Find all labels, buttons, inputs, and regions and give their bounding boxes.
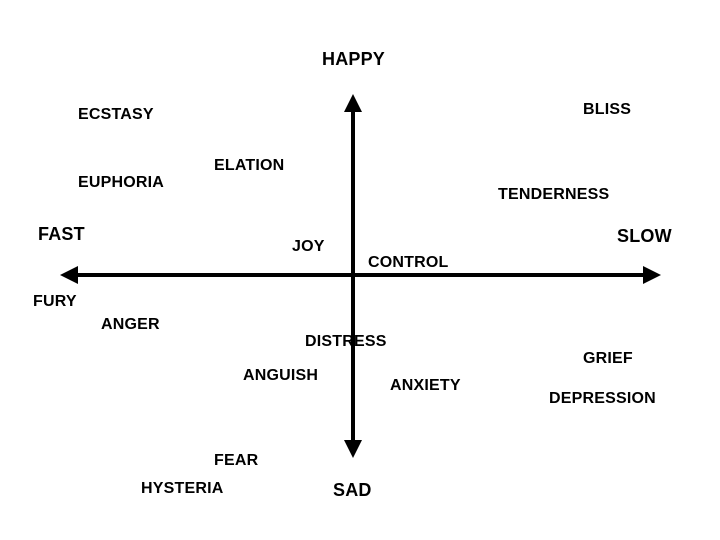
up-arrowhead [344, 94, 362, 112]
emotion-label-control: CONTROL [368, 254, 449, 271]
emotion-label-euphoria: EUPHORIA [78, 174, 165, 191]
emotion-label-anxiety: ANXIETY [390, 377, 461, 394]
emotion-label-grief: GRIEF [583, 350, 633, 367]
emotion-label-anger: ANGER [101, 316, 160, 333]
emotion-label-depression: DEPRESSION [549, 390, 656, 407]
left-arrowhead [60, 266, 78, 284]
emotion-label-fear: FEAR [214, 452, 259, 469]
emotion-label-ecstasy: ECSTASY [78, 106, 154, 123]
axis-label-sad: SAD [333, 480, 372, 500]
axis-label-slow: SLOW [617, 226, 672, 246]
axis-label-happy: HAPPY [322, 49, 386, 69]
emotion-label-anguish: ANGUISH [243, 367, 319, 384]
right-arrowhead [643, 266, 661, 284]
emotion-label-bliss: BLISS [583, 101, 632, 118]
emotion-label-tenderness: TENDERNESS [498, 186, 610, 203]
emotion-label-joy: JOY [292, 238, 325, 255]
emotion-label-distress: DISTRESS [305, 333, 387, 350]
emotion-label-hysteria: HYSTERIA [141, 480, 224, 497]
emotion-label-fury: FURY [33, 293, 77, 310]
down-arrowhead [344, 440, 362, 458]
axis-label-fast: FAST [38, 224, 85, 244]
emotion-label-elation: ELATION [214, 157, 285, 174]
